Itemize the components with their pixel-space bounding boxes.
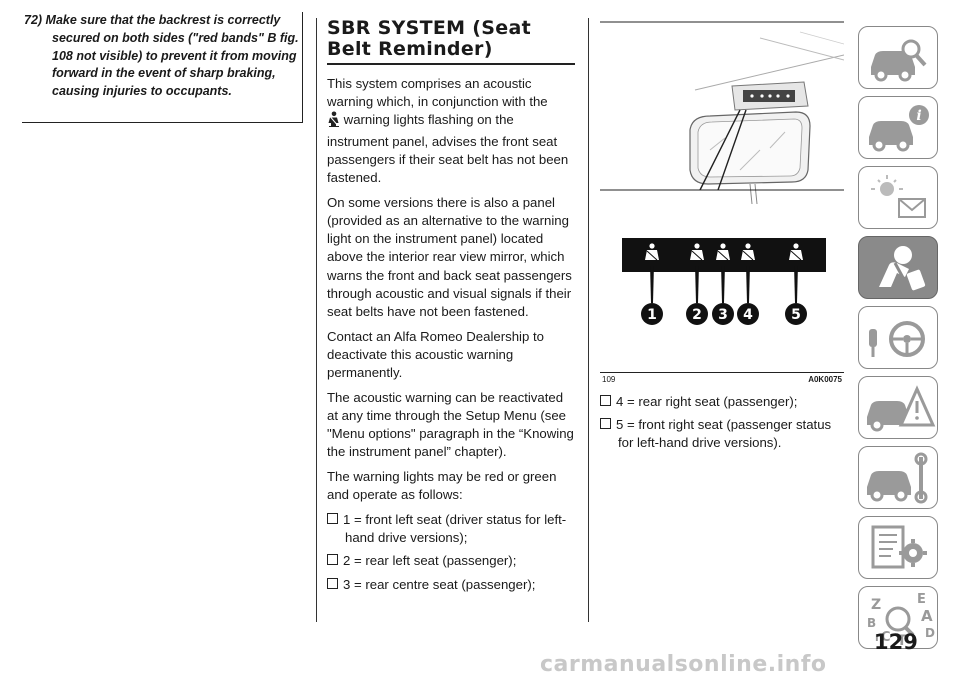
bullet-item: 2 = rear left seat (passenger); bbox=[327, 552, 577, 570]
paragraph-panel: On some versions there is also a panel (… bbox=[327, 194, 572, 319]
paragraph-warning-colors: The warning lights may be red or green a… bbox=[327, 469, 557, 503]
tab-emergency[interactable] bbox=[858, 376, 938, 439]
tab-car-search[interactable] bbox=[858, 26, 938, 89]
index-letter: I bbox=[875, 633, 879, 644]
index-letter: D bbox=[925, 626, 935, 640]
seatbelt-warning-icon bbox=[327, 111, 340, 132]
tab-specifications[interactable] bbox=[858, 516, 938, 579]
tab-warning-lights[interactable] bbox=[858, 166, 938, 229]
callout-1-label: 1 bbox=[647, 307, 657, 323]
section-title-line2: Belt Reminder) bbox=[327, 38, 493, 60]
specifications-gear-icon bbox=[871, 525, 927, 569]
callout-3-marker bbox=[712, 303, 734, 325]
chapter-tabs: i bbox=[858, 26, 938, 656]
paragraph-reactivation: The acoustic warning can be reactivated … bbox=[327, 389, 574, 460]
callout-4-marker bbox=[737, 303, 759, 325]
footnote-72: 72) Make sure that the backrest is corre… bbox=[24, 13, 299, 99]
right-bullets: 4 = rear right seat (passenger); 5 = fro… bbox=[600, 393, 844, 453]
tab-index[interactable]: Z E A B C T D I bbox=[858, 586, 938, 649]
tab-car-info[interactable]: i bbox=[858, 96, 938, 159]
bullet-text: 1 = front left seat (driver status for l… bbox=[343, 511, 567, 546]
bullet-text: 5 = front right seat (passenger status f… bbox=[616, 417, 832, 451]
bullet-text: 2 = rear left seat (passenger); bbox=[343, 553, 517, 569]
checkbox-bullet-icon bbox=[327, 577, 338, 589]
index-letter: B bbox=[867, 616, 876, 630]
right-column: 1 2 3 4 5 109 A0K0075 4 = rear right sea… bbox=[600, 20, 844, 458]
tab-safety[interactable] bbox=[858, 236, 938, 299]
bullet-item: 3 = rear centre seat (passenger); bbox=[327, 576, 577, 594]
alphabetical-index-icon: Z E A B C T D I bbox=[867, 592, 935, 648]
checkbox-bullet-icon bbox=[600, 395, 611, 406]
index-letter: C bbox=[881, 630, 891, 645]
checkbox-bullet-icon bbox=[327, 554, 338, 566]
warning-lights-icon bbox=[871, 175, 926, 218]
intro-text-end: warning lights flashing on the instrumen… bbox=[327, 112, 569, 186]
tab-starting-driving[interactable] bbox=[858, 306, 938, 369]
figure-number: 109 bbox=[602, 375, 616, 384]
left-footnote-box: 72) Make sure that the backrest is corre… bbox=[22, 12, 303, 123]
checkbox-bullet-icon bbox=[327, 512, 338, 524]
paragraph-dealership: Contact an Alfa Romeo Dealership to deac… bbox=[327, 328, 544, 381]
car-maintenance-icon bbox=[867, 452, 928, 504]
rear-view-mirror-illustration: 1 2 3 4 5 bbox=[600, 21, 844, 325]
checkbox-bullet-icon bbox=[600, 418, 611, 430]
callout-5-marker bbox=[785, 303, 807, 325]
index-letter: T bbox=[897, 633, 907, 648]
column-divider-left bbox=[316, 18, 317, 622]
callout-1-marker bbox=[641, 303, 663, 325]
section-title-line1: SBR SYSTEM (Seat bbox=[327, 17, 531, 39]
index-letter: Z bbox=[871, 597, 881, 613]
figure-code: A0K0075 bbox=[808, 375, 842, 384]
svg-text:i: i bbox=[916, 108, 921, 124]
callout-5-label: 5 bbox=[791, 307, 801, 323]
page-number: 129 bbox=[874, 630, 918, 654]
steering-wheel-key-icon bbox=[869, 321, 925, 357]
car-search-icon bbox=[871, 39, 927, 82]
seatbelt-airbag-icon bbox=[879, 246, 926, 291]
bullet-item: 4 = rear right seat (passenger); bbox=[600, 393, 844, 411]
paragraph-intro: This system comprises an acoustic warnin… bbox=[327, 75, 577, 187]
callout-4-label: 4 bbox=[743, 307, 753, 323]
callout-3-label: 3 bbox=[718, 307, 728, 323]
watermark: carmanualsonline.info bbox=[540, 652, 827, 677]
section-title: SBR SYSTEM (Seat Belt Reminder) bbox=[327, 18, 577, 60]
callout-markers: 1 2 3 4 5 bbox=[641, 303, 807, 325]
figure-caption: 109 A0K0075 bbox=[600, 373, 844, 387]
bullet-item: 1 = front left seat (driver status for l… bbox=[327, 511, 577, 547]
title-underline bbox=[327, 63, 575, 65]
figure-109: 1 2 3 4 5 bbox=[600, 20, 844, 373]
car-info-icon: i bbox=[869, 105, 929, 152]
index-letter: A bbox=[921, 607, 933, 625]
car-emergency-icon bbox=[867, 385, 936, 432]
index-letter: E bbox=[917, 592, 926, 607]
bullet-text: 3 = rear centre seat (passenger); bbox=[343, 576, 536, 592]
sbr-section: SBR SYSTEM (Seat Belt Reminder) This sys… bbox=[327, 12, 577, 599]
callout-2-label: 2 bbox=[692, 307, 702, 323]
intro-text-start: This system comprises an acoustic warnin… bbox=[327, 76, 548, 110]
tab-maintenance[interactable] bbox=[858, 446, 938, 509]
column-divider-right bbox=[588, 18, 589, 622]
bullet-item: 5 = front right seat (passenger status f… bbox=[600, 416, 844, 452]
bullet-text: 4 = rear right seat (passenger); bbox=[616, 394, 798, 409]
callout-2-marker bbox=[686, 303, 708, 325]
